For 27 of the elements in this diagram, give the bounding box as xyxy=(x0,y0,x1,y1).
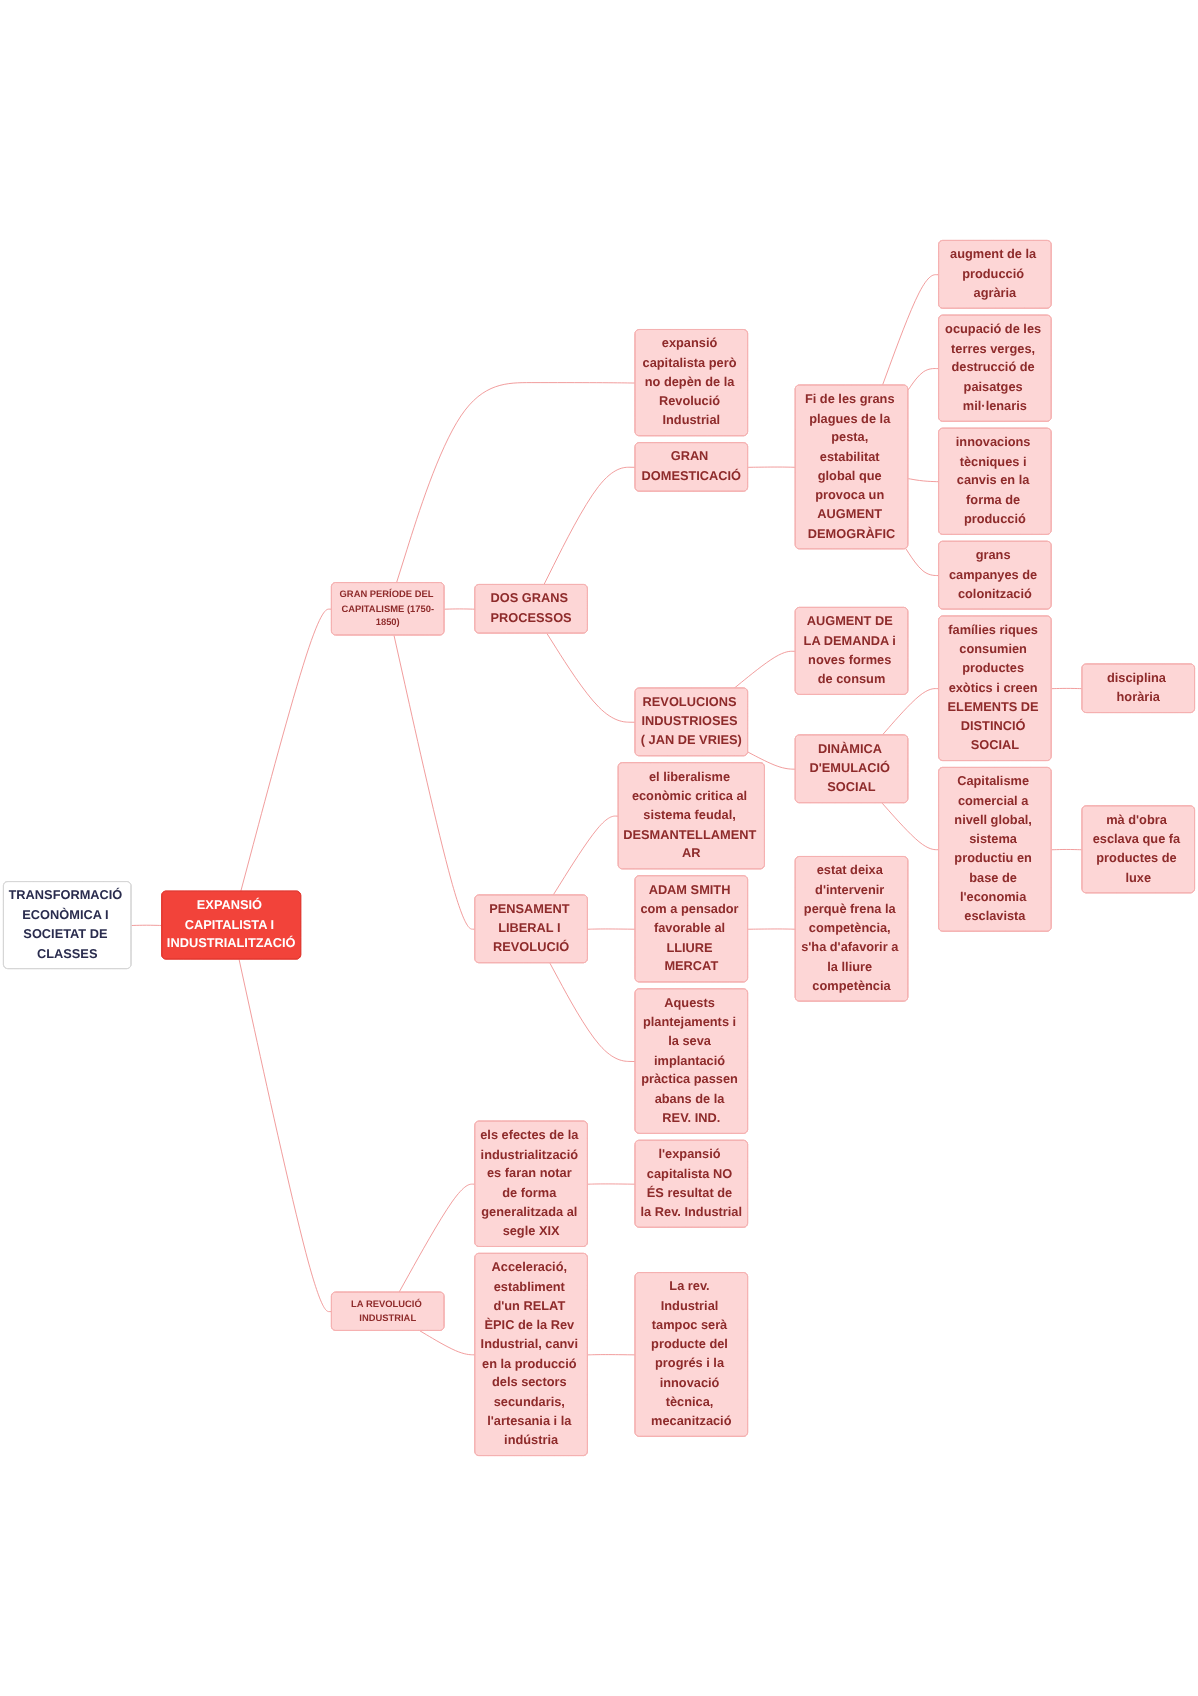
connector xyxy=(549,962,636,1062)
connector xyxy=(905,548,940,577)
connector xyxy=(419,1330,476,1356)
connector xyxy=(882,274,940,386)
connector xyxy=(881,802,940,851)
connector xyxy=(393,635,476,930)
connector xyxy=(881,688,940,736)
connector xyxy=(238,959,333,1313)
connector xyxy=(733,650,797,689)
connector xyxy=(543,466,636,586)
connector xyxy=(587,1354,636,1356)
connector xyxy=(552,815,619,896)
connector xyxy=(240,608,333,892)
connector xyxy=(747,928,797,930)
connector xyxy=(444,608,476,610)
connector xyxy=(587,928,636,930)
connector xyxy=(396,382,636,584)
connector xyxy=(587,1183,636,1185)
connector xyxy=(1051,849,1083,851)
connector xyxy=(747,751,797,770)
connector xyxy=(747,466,797,468)
connector xyxy=(907,368,940,391)
connector xyxy=(1051,687,1083,690)
connector xyxy=(398,1183,476,1293)
connector xyxy=(907,478,940,483)
connector xyxy=(131,924,163,926)
connector xyxy=(546,633,636,723)
